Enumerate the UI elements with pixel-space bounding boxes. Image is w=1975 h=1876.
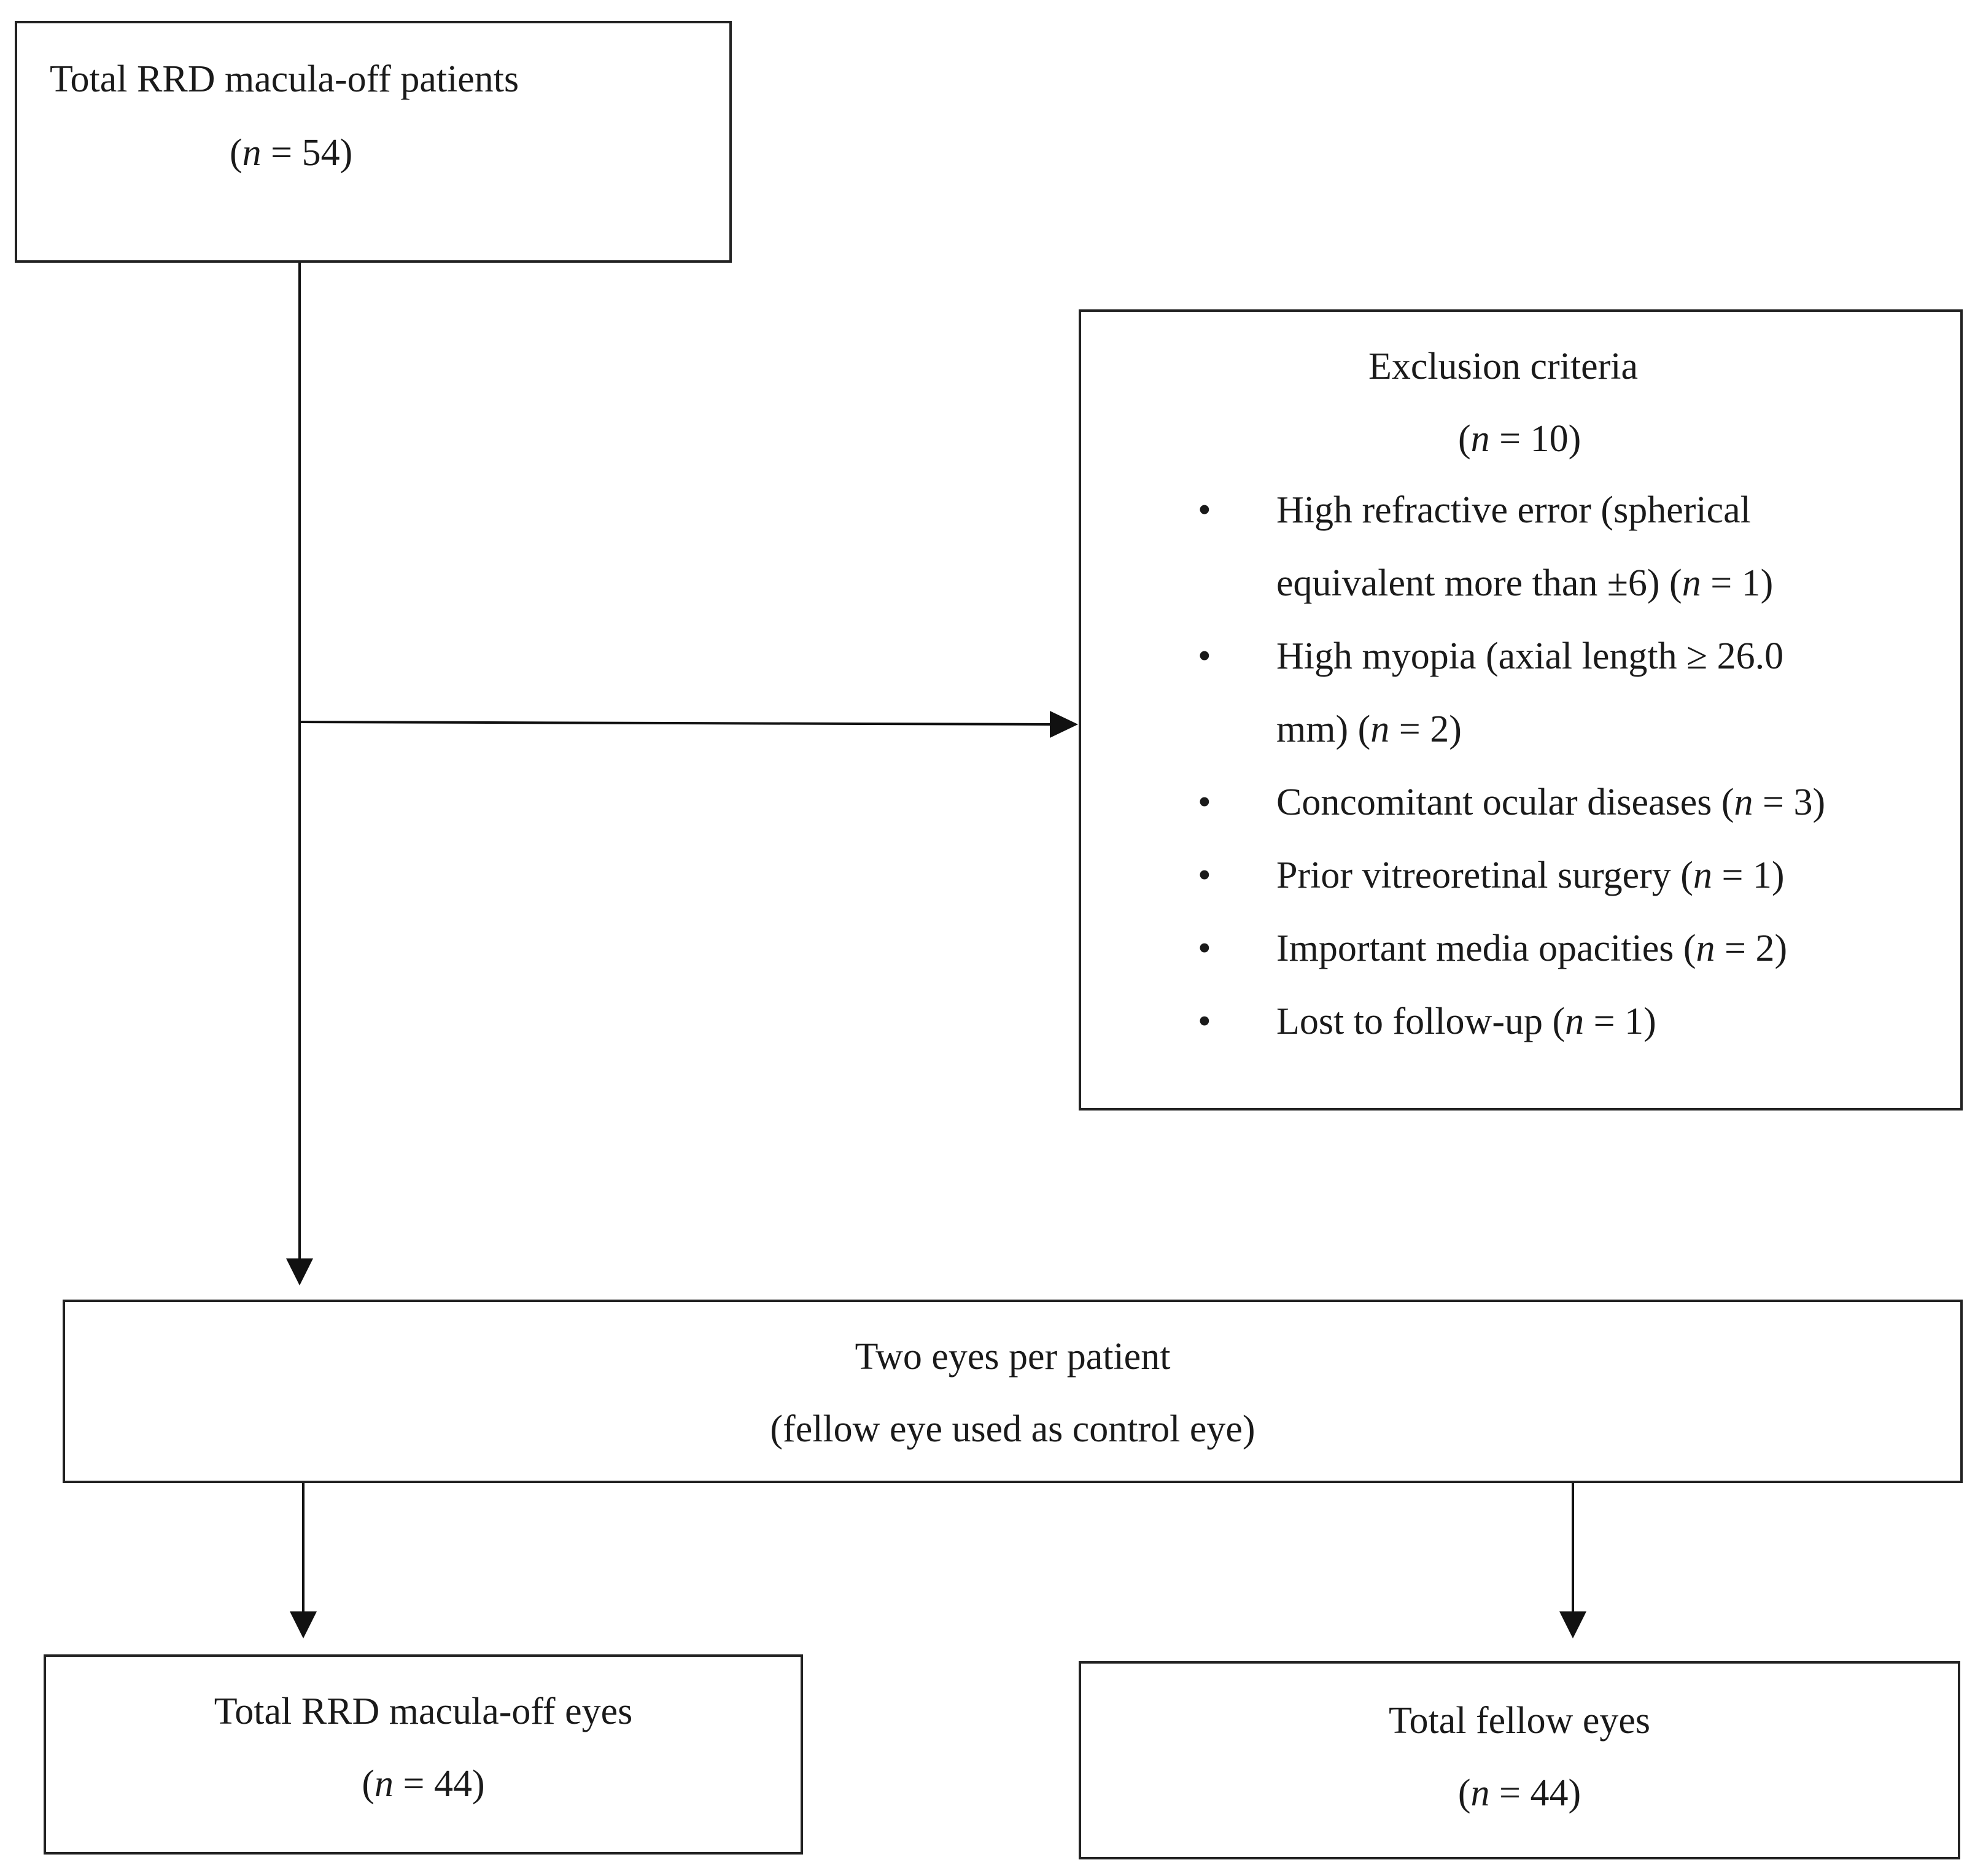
arrowhead-to-middle: [286, 1258, 313, 1285]
bullet-icon: •: [1198, 928, 1211, 969]
exclusion-branch-connector: [299, 721, 1050, 726]
two-eyes-subtitle: (fellow eye used as control eye): [770, 1408, 1255, 1450]
bullet-icon: •: [1198, 489, 1211, 531]
criterion-ocular-diseases: • Concomitant ocular diseases (n = 3): [1198, 766, 1825, 839]
criterion-lost-follow-up: • Lost to follow-up (n = 1): [1198, 985, 1825, 1058]
fellow-eyes-box: Total fellow eyes (n = 44): [1079, 1661, 1960, 1859]
two-eyes-box: Two eyes per patient (fellow eye used as…: [63, 1300, 1963, 1483]
exclusion-criteria-count: (n = 10): [1458, 418, 1581, 460]
arrowhead-to-exclusion: [1050, 711, 1078, 738]
criterion-refractive-error: • High refractive error (spherical equiv…: [1198, 474, 1825, 620]
bullet-icon: •: [1198, 635, 1211, 677]
criterion-media-opacities: • Important media opacities (n = 2): [1198, 912, 1825, 985]
arrowhead-to-left-bottom: [290, 1611, 317, 1638]
exclusion-criteria-box: Exclusion criteria (n = 10) • High refra…: [1079, 309, 1963, 1110]
bullet-icon: •: [1198, 855, 1211, 896]
fellow-eyes-count: (n = 44): [1457, 1772, 1581, 1814]
arrowhead-to-right-bottom: [1559, 1611, 1586, 1638]
macula-off-eyes-box: Total RRD macula-off eyes (n = 44): [44, 1654, 803, 1855]
criterion-prior-surgery: • Prior vitreoretinal surgery (n = 1): [1198, 839, 1825, 912]
total-patients-count: (n = 54): [230, 132, 353, 174]
exclusion-criteria-title: Exclusion criteria: [1368, 346, 1638, 387]
macula-off-eyes-title: Total RRD macula-off eyes: [214, 1691, 633, 1732]
bullet-icon: •: [1198, 781, 1211, 823]
bullet-icon: •: [1198, 1001, 1211, 1042]
exclusion-criteria-list: • High refractive error (spherical equiv…: [1198, 474, 1825, 1058]
fellow-eyes-title: Total fellow eyes: [1388, 1700, 1651, 1742]
macula-off-eyes-count: (n = 44): [362, 1763, 485, 1805]
total-patients-title: Total RRD macula-off patients: [50, 58, 519, 100]
total-patients-box: Total RRD macula-off patients (n = 54): [15, 21, 732, 263]
criterion-high-myopia: • High myopia (axial length ≥ 26.0 mm) (…: [1198, 620, 1825, 766]
two-eyes-title: Two eyes per patient: [855, 1336, 1171, 1378]
